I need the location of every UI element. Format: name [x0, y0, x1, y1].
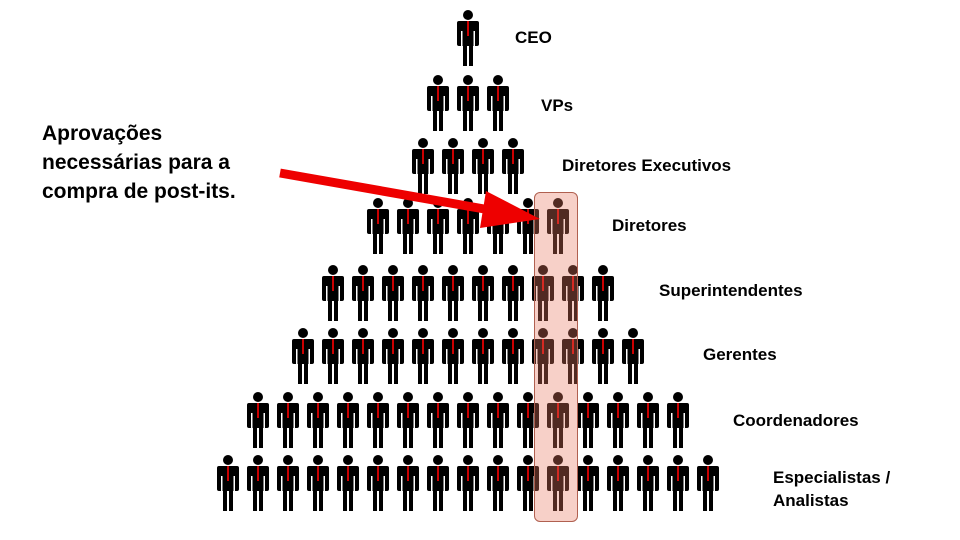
level-label-ceo: CEO — [515, 28, 552, 47]
person-icon — [457, 392, 479, 448]
callout-line-3: compra de post-its. — [42, 180, 236, 203]
person-icon — [502, 328, 524, 384]
person-icon — [532, 328, 554, 384]
person-icon — [472, 265, 494, 321]
person-icon — [382, 328, 404, 384]
person-icon — [382, 265, 404, 321]
person-icon — [637, 392, 659, 448]
person-icon — [247, 455, 269, 511]
person-icon — [322, 265, 344, 321]
person-icon — [397, 455, 419, 511]
person-icon — [442, 328, 464, 384]
callout-text: Aprovações necessárias para a compra de … — [42, 119, 302, 206]
person-icon — [517, 455, 539, 511]
person-icon — [412, 328, 434, 384]
person-icon — [427, 455, 449, 511]
person-icon — [532, 265, 554, 321]
person-icon — [562, 265, 584, 321]
level-label-analistas: Analistas — [773, 491, 849, 510]
person-icon — [577, 455, 599, 511]
level-label-diretores: Diretores — [612, 216, 687, 235]
person-icon — [472, 328, 494, 384]
person-icon — [277, 455, 299, 511]
person-icon — [502, 265, 524, 321]
person-icon — [397, 392, 419, 448]
person-icon — [367, 455, 389, 511]
person-icon — [442, 265, 464, 321]
level-label-especialistas: Especialistas / — [773, 468, 891, 487]
person-icon — [352, 265, 374, 321]
level-label-diretores-executivos: Diretores Executivos — [562, 156, 732, 175]
person-icon — [547, 392, 569, 448]
person-icon — [637, 455, 659, 511]
person-icon — [517, 392, 539, 448]
person-icon — [592, 328, 614, 384]
person-icon — [367, 392, 389, 448]
person-icon — [502, 138, 524, 194]
approval-chain-highlight — [534, 192, 578, 522]
person-icon — [562, 328, 584, 384]
callout-line-2: necessárias para a — [42, 151, 230, 174]
level-label-superintendentes: Superintendentes — [659, 281, 803, 300]
person-icon — [487, 455, 509, 511]
person-icon — [292, 328, 314, 384]
person-icon — [217, 455, 239, 511]
person-icon — [337, 455, 359, 511]
callout-line-1: Aprovações — [42, 122, 163, 145]
person-icon — [367, 198, 389, 254]
person-icon — [487, 75, 509, 131]
person-icon — [352, 328, 374, 384]
person-icon — [457, 455, 479, 511]
level-label-gerentes: Gerentes — [703, 345, 777, 364]
person-icon — [607, 392, 629, 448]
person-icon — [487, 392, 509, 448]
person-icon — [577, 392, 599, 448]
person-icon — [457, 10, 479, 66]
person-icon — [412, 265, 434, 321]
person-icon — [247, 392, 269, 448]
person-icon — [457, 75, 479, 131]
person-icon — [427, 392, 449, 448]
person-icon — [547, 198, 569, 254]
person-icon — [667, 455, 689, 511]
person-icon — [427, 75, 449, 131]
person-icon — [607, 455, 629, 511]
person-icon — [412, 138, 434, 194]
level-label-coordenadores: Coordenadores — [733, 411, 859, 430]
person-icon — [667, 392, 689, 448]
person-icon — [337, 392, 359, 448]
person-icon — [592, 265, 614, 321]
person-icon — [442, 138, 464, 194]
person-icon — [307, 392, 329, 448]
person-icon — [277, 392, 299, 448]
person-icon — [622, 328, 644, 384]
person-icon — [472, 138, 494, 194]
person-icon — [322, 328, 344, 384]
person-icon — [547, 455, 569, 511]
level-label-vps: VPs — [541, 96, 574, 115]
person-icon — [307, 455, 329, 511]
person-icon — [697, 455, 719, 511]
